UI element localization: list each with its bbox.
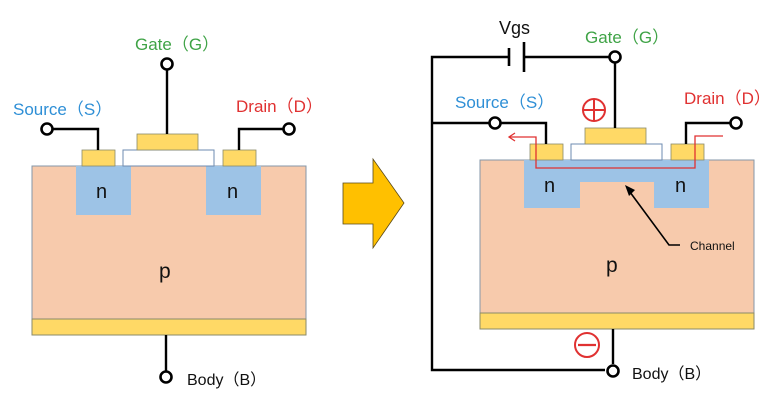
drain-wire [684, 121, 731, 144]
gate-oxide [570, 143, 663, 161]
right-arrow-icon [342, 157, 405, 250]
body-label: Body（B） [632, 365, 711, 383]
n-source-label: n [96, 181, 107, 203]
p-substrate [479, 159, 755, 314]
source-label: Source（S） [455, 93, 554, 112]
vgs-loop-wire [430, 55, 605, 372]
source-contact [81, 149, 116, 167]
source-wire [497, 121, 548, 144]
current-arrow-icon [507, 132, 516, 142]
source-terminal[interactable] [488, 116, 502, 130]
n-drain-label: n [227, 181, 238, 203]
right-mosfet: Vgs Gate（G） Source（S） Drain（D） Body（B） n… [430, 18, 771, 383]
n-region-drain [206, 166, 261, 215]
drain-contact [670, 143, 705, 161]
p-label: p [159, 260, 171, 283]
plus-icon [582, 98, 606, 122]
body-contact-plate [31, 318, 307, 336]
gate-terminal[interactable] [608, 50, 622, 64]
gate-terminal[interactable] [160, 57, 174, 71]
gate-label: Gate（G） [135, 35, 219, 54]
drain-contact [222, 149, 257, 167]
n-source-label: n [544, 175, 555, 197]
body-terminal[interactable] [159, 370, 173, 384]
n-region-with-channel [524, 160, 709, 208]
source-contact [529, 143, 564, 161]
drain-label: Drain（D） [684, 89, 771, 108]
body-terminal[interactable] [606, 364, 620, 378]
gate-oxide [122, 149, 215, 167]
body-contact-plate [479, 312, 755, 330]
drain-terminal[interactable] [282, 122, 296, 136]
p-substrate [31, 165, 307, 320]
vgs-label: Vgs [499, 18, 530, 38]
source-terminal[interactable] [40, 122, 54, 136]
n-region-source [76, 166, 131, 215]
drain-label: Drain（D） [236, 97, 323, 116]
gate-electrode [136, 133, 199, 151]
minus-icon [574, 332, 600, 358]
gate-label: Gate（G） [585, 28, 669, 47]
source-label: Source（S） [13, 100, 112, 119]
channel-pointer-arrowhead-icon [625, 185, 635, 196]
drain-wire [237, 127, 283, 150]
p-label: p [606, 254, 618, 277]
channel-label: Channel [690, 239, 735, 253]
drain-terminal[interactable] [729, 116, 743, 130]
body-label: Body（B） [187, 371, 266, 389]
current-path [510, 135, 723, 169]
left-mosfet: Gate（G） Source（S） Drain（D） Body（B） n n p [13, 35, 323, 389]
gate-electrode [584, 127, 647, 145]
n-drain-label: n [675, 175, 686, 197]
channel-pointer-line [626, 187, 680, 246]
source-wire [52, 127, 100, 150]
